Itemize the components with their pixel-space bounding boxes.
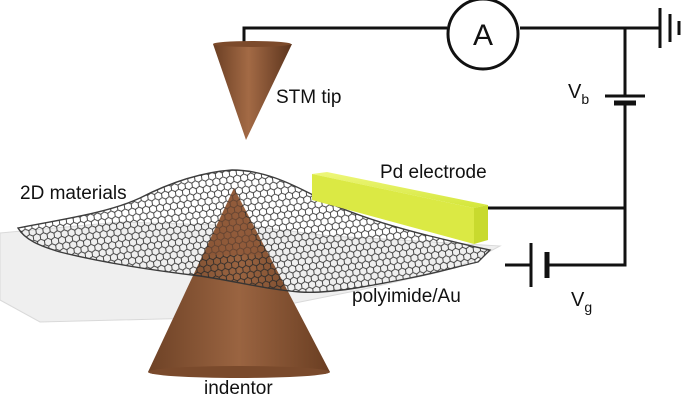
two-d-materials-label: 2D materials — [20, 183, 127, 204]
ammeter: A — [446, 0, 520, 71]
indentor-label: indentor — [204, 378, 273, 399]
indentor-tip-under-sheet — [205, 188, 262, 255]
stm-tip — [213, 44, 292, 140]
circuit-wires — [242, 26, 660, 267]
ammeter-label: A — [473, 19, 493, 52]
indentor-base — [148, 366, 330, 378]
vb-label: Vb — [568, 81, 589, 107]
stm-tip-top — [213, 41, 291, 47]
ground-icon — [658, 8, 681, 48]
stm-tip-label: STM tip — [276, 87, 341, 108]
polyimide-label: polyimide/Au — [352, 286, 461, 307]
vg-label: Vg — [571, 289, 592, 315]
two-d-material-sheet — [16, 169, 492, 294]
pd-electrode — [312, 172, 488, 244]
vb-battery-icon — [605, 94, 645, 106]
pd-electrode-label: Pd electrode — [380, 162, 487, 183]
ammeter-circle — [446, 0, 520, 71]
vg-battery-icon — [529, 243, 550, 287]
